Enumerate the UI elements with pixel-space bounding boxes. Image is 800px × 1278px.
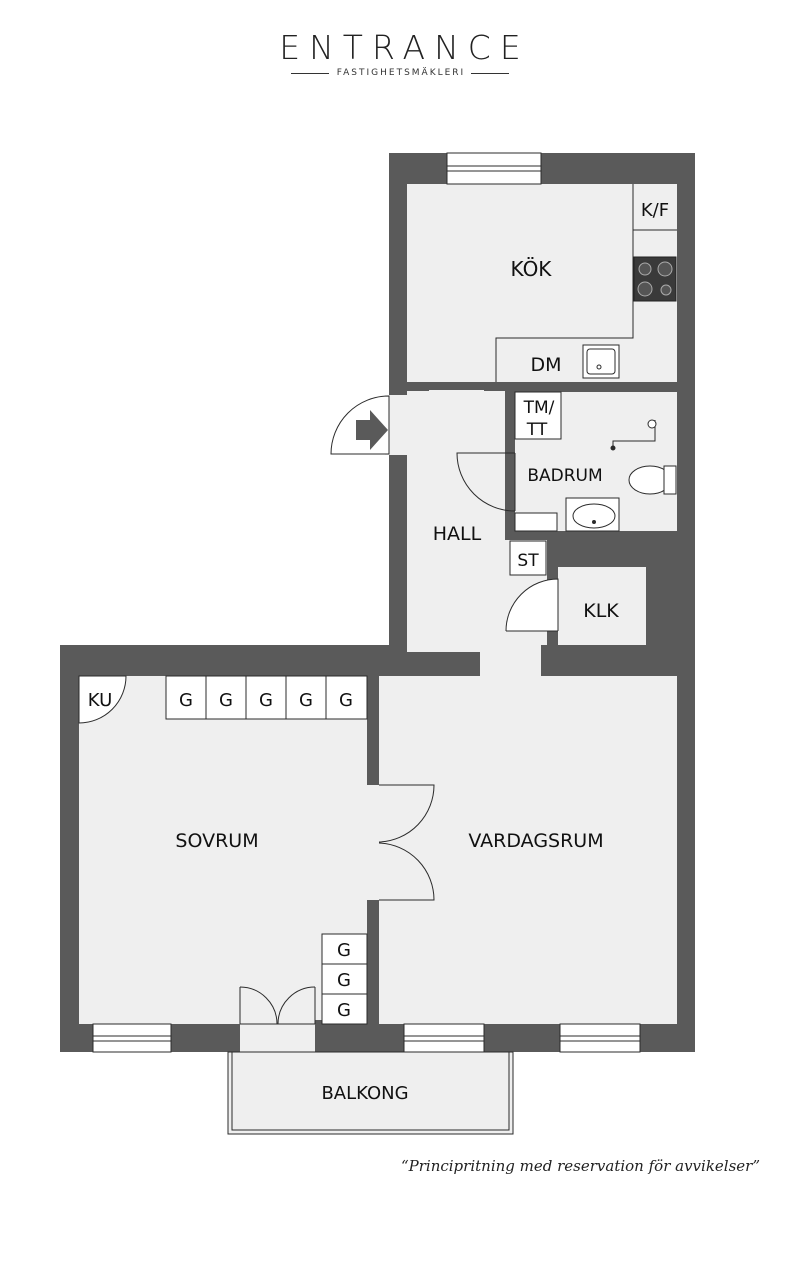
closet-floor xyxy=(558,567,646,649)
room-label-bathroom: BADRUM xyxy=(527,466,602,486)
balcony-door xyxy=(239,986,316,1025)
bath-cabinet xyxy=(514,512,558,532)
livingroom-floor xyxy=(379,676,677,1024)
fixture-labels: K/F DM TM/ TT ST KU G G G G G G G G xyxy=(88,200,669,1021)
brand-tagline: FASTIGHETSMÄKLERI xyxy=(336,68,466,78)
wardrobe-label-5: G xyxy=(339,690,353,711)
room-labels: KÖK HALL BADRUM KLK SOVRUM VARDAGSRUM BA… xyxy=(175,257,619,1104)
wardrobe-label-7: G xyxy=(337,970,351,991)
fixture-label-dm: DM xyxy=(530,354,561,376)
room-label-hall: HALL xyxy=(433,523,482,545)
kitchen-window xyxy=(446,152,542,185)
wardrobes xyxy=(78,675,368,1025)
fixture-label-tt: TT xyxy=(526,420,548,440)
interior-walls xyxy=(315,382,695,1052)
room-label-bedroom: SOVRUM xyxy=(175,830,258,852)
washer-dryer xyxy=(514,391,562,440)
fixture-label-kf: K/F xyxy=(641,200,669,221)
wardrobe-label-2: G xyxy=(219,690,233,711)
brand-name: ENTRANCE xyxy=(279,28,530,67)
fixture-label-tm: TM/ xyxy=(523,398,555,418)
room-label-livingroom: VARDAGSRUM xyxy=(468,830,603,852)
closet-door xyxy=(505,578,559,632)
living-window-right xyxy=(559,1023,641,1053)
wardrobe-label-8: G xyxy=(337,1000,351,1021)
bedroom-window xyxy=(92,1023,172,1053)
st-storage xyxy=(509,540,547,576)
balcony xyxy=(227,1051,514,1135)
floors xyxy=(79,184,677,1052)
ku-cabinet xyxy=(78,675,127,724)
disclaimer-text: “Principritning med reservation för avvi… xyxy=(400,1157,760,1175)
wardrobe-label-6: G xyxy=(337,940,351,961)
brand-tagline-row: FASTIGHETSMÄKLERI xyxy=(0,68,800,78)
wardrobe-label-1: G xyxy=(179,690,193,711)
bedroom-floor xyxy=(79,676,367,1024)
fixture-label-st: ST xyxy=(517,551,539,571)
room-label-closet: KLK xyxy=(583,600,619,622)
entrance-arrow-icon xyxy=(356,410,388,450)
bedroom-living-door-gap xyxy=(364,785,384,900)
living-window-left xyxy=(403,1023,485,1053)
brand-logo: ENTRANCE FASTIGHETSMÄKLERI xyxy=(0,28,800,78)
wardrobe-label-3: G xyxy=(259,690,273,711)
bathroom-door xyxy=(456,452,516,512)
room-label-balcony: BALKONG xyxy=(321,1083,408,1104)
tagline-rule-right xyxy=(471,72,510,74)
balcony-door-gap xyxy=(240,1020,316,1052)
fixture-label-ku: KU xyxy=(88,690,113,711)
hall-passage-floor xyxy=(480,640,542,680)
windows xyxy=(92,152,641,1053)
room-label-kitchen: KÖK xyxy=(511,257,553,281)
tagline-rule-left xyxy=(290,72,329,74)
wardrobe-label-4: G xyxy=(299,690,313,711)
kitchen-counters xyxy=(495,184,677,382)
entrance-door xyxy=(330,395,390,455)
bathroom-fixtures xyxy=(456,391,677,532)
closet-fixtures xyxy=(505,540,559,632)
kitchen-floor xyxy=(407,184,677,382)
double-door-bedroom-living xyxy=(378,784,435,901)
